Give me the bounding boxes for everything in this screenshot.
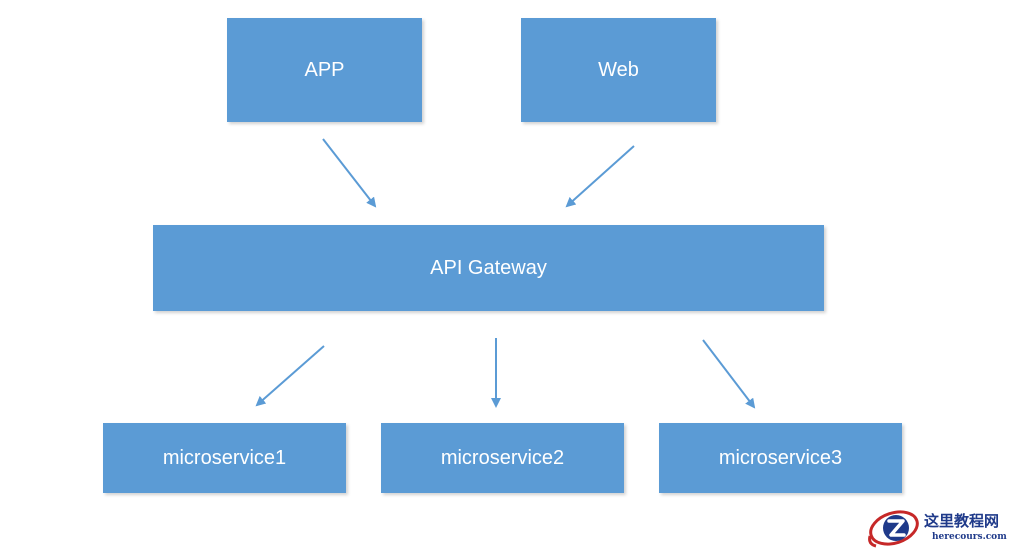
microservice1-label: microservice1 — [162, 446, 287, 469]
arrow-gateway-to-ms3 — [702, 339, 756, 409]
app-label: APP — [304, 58, 345, 81]
microservice3-label: microservice3 — [718, 446, 843, 469]
arrow-app-to-gateway — [322, 138, 377, 208]
microservice3-box: microservice3 — [659, 423, 902, 493]
web-box: Web — [521, 18, 716, 122]
z-ring-logo-icon — [868, 510, 919, 548]
watermark-cn-text: 这里教程网 — [924, 512, 1000, 530]
arrow-web-to-gateway — [565, 145, 635, 208]
app-box: APP — [227, 18, 422, 122]
api-gateway-box: API Gateway — [153, 225, 824, 311]
microservice1-box: microservice1 — [103, 423, 346, 493]
watermark: 这里教程网 herecours.com — [866, 506, 1012, 550]
watermark-en-text: herecours.com — [932, 532, 1007, 542]
web-label: Web — [598, 58, 639, 81]
api-gateway-label: API Gateway — [430, 256, 547, 279]
arrow-gateway-to-ms1 — [255, 345, 325, 407]
microservice2-box: microservice2 — [381, 423, 624, 493]
microservice2-label: microservice2 — [440, 446, 565, 469]
